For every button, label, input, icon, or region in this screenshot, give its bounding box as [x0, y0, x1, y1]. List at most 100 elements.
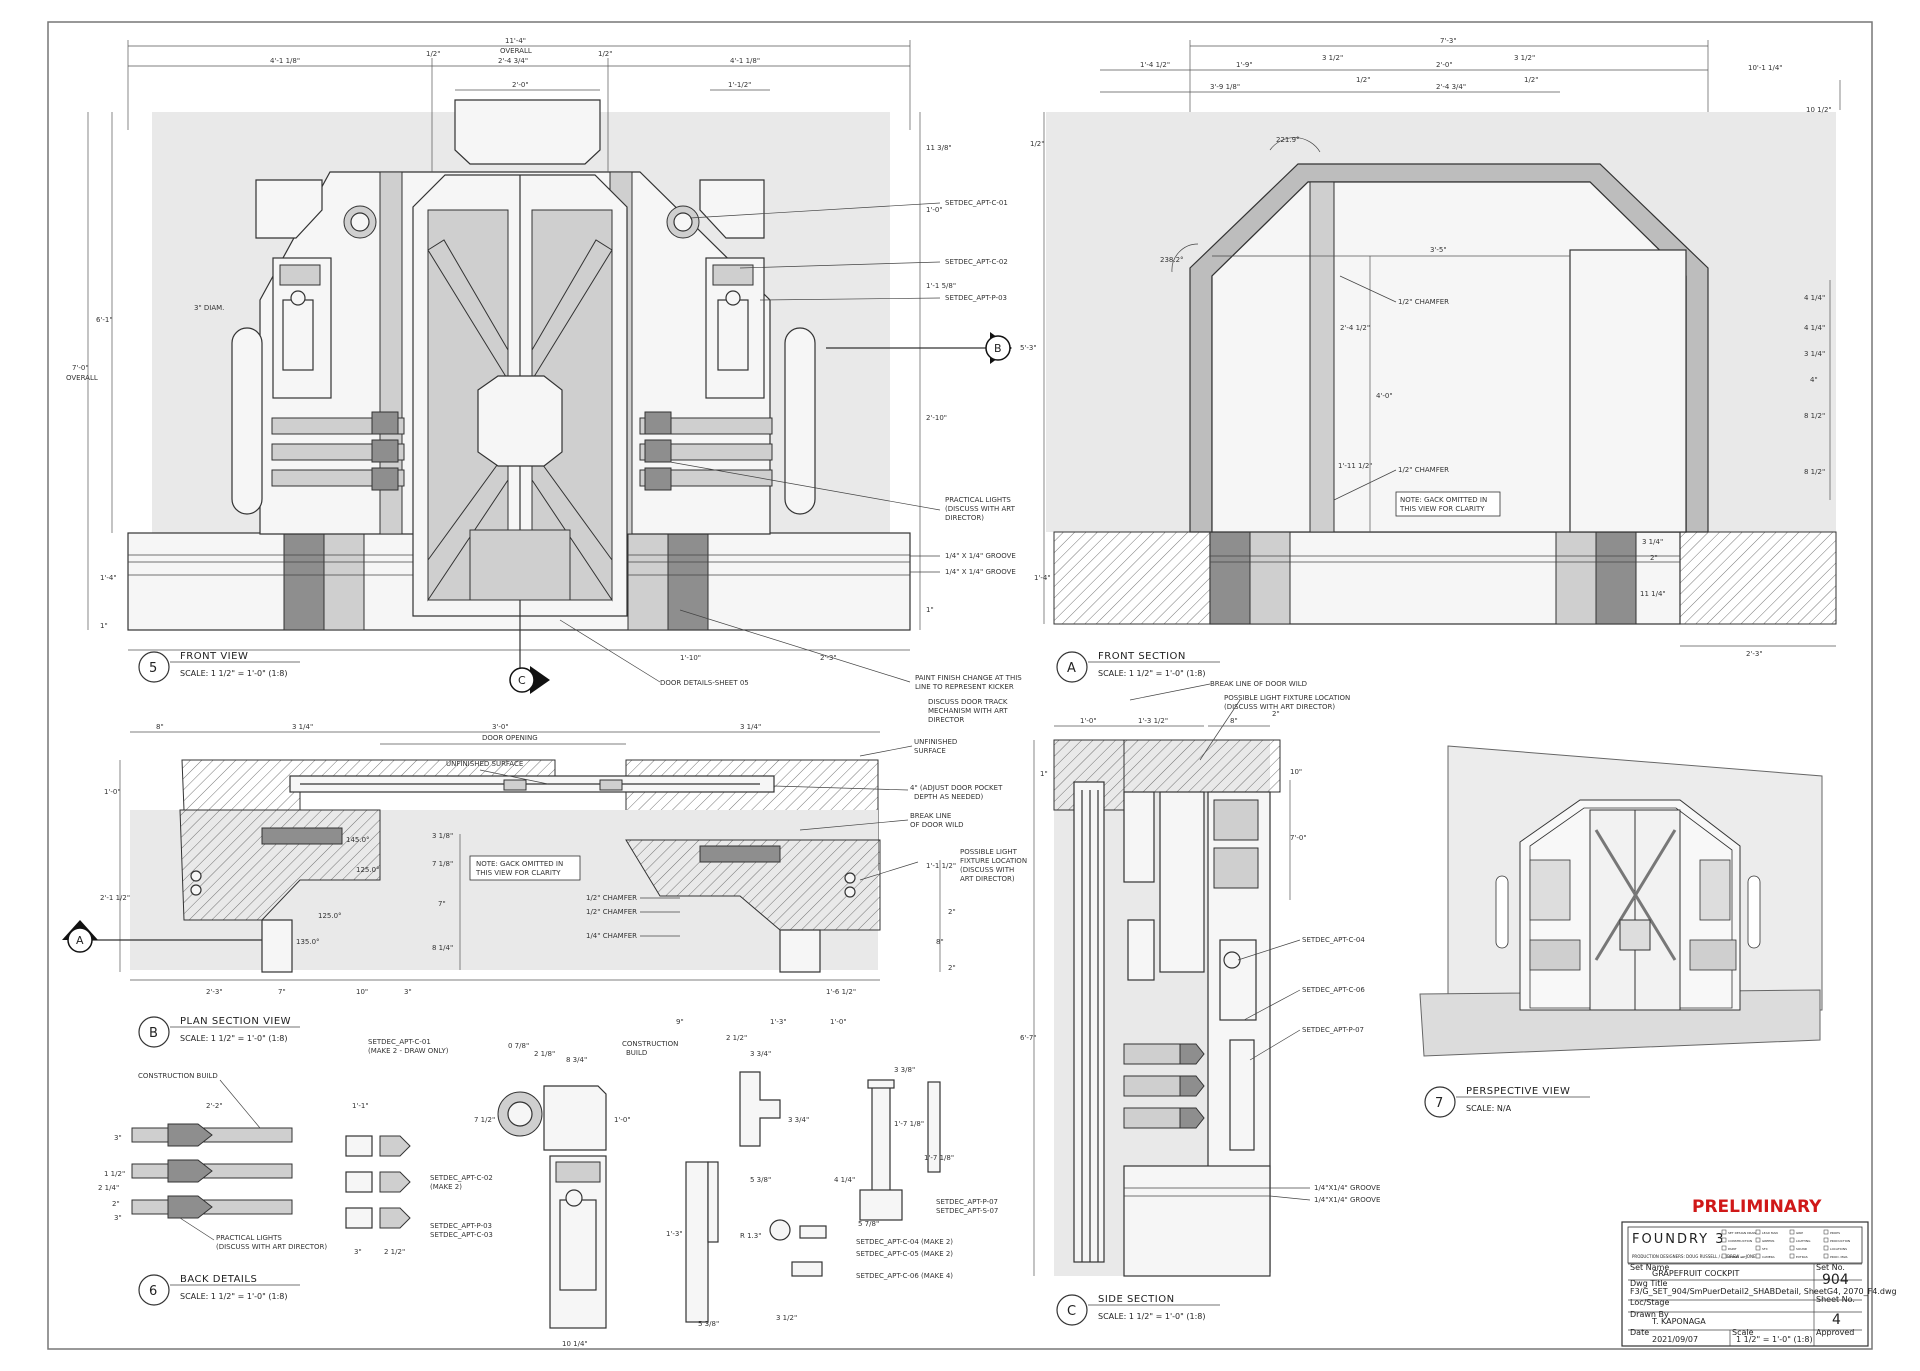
dept-checkbox[interactable]	[1789, 1237, 1795, 1243]
note-p-1: NOTE: GACK OMITTED IN	[476, 860, 563, 868]
dim-h-lower: 6'-1"	[96, 316, 113, 324]
dept-checkbox[interactable]	[1755, 1245, 1761, 1251]
dept-checkbox[interactable]	[1789, 1253, 1795, 1259]
preliminary-stamp: PRELIMINARY	[1692, 1197, 1822, 1217]
callout-groove-1: 1/4" X 1/4" GROOVE	[945, 552, 1016, 560]
dept-checkbox[interactable]	[1721, 1237, 1727, 1243]
perspective-view: 7 PERSPECTIVE VIEW SCALE: N/A	[1419, 745, 1823, 1118]
callout-setdec-p03: SETDEC_APT-P-03	[945, 294, 1007, 302]
set-number: 904	[1822, 1272, 1849, 1288]
dept-checkbox[interactable]	[1721, 1229, 1727, 1235]
dim-p-p: 1'-1 1/2"	[926, 862, 956, 870]
set-name-label: Set Name	[1630, 1263, 1669, 1272]
department-checkboxes: SET DESIGN DRAWNCONSTRUCTIONPAINTSCENIC …	[1721, 1229, 1850, 1259]
dim-p-h: 2'-3"	[206, 988, 223, 996]
dim-p-k: 3"	[404, 988, 412, 996]
dim-a-d2: 1'-9"	[1236, 61, 1253, 69]
dept-checkbox-label: GRIP	[1796, 1231, 1803, 1235]
loc-label: Loc/Stage	[1630, 1298, 1670, 1307]
plan-section-view: 3'-0" DOOR OPENING 3 1/4" 3 1/4" 8" 1'-0…	[62, 723, 1027, 1048]
callout-practical-lights-3: DIRECTOR)	[945, 514, 984, 522]
dept-checkbox[interactable]	[1823, 1229, 1829, 1235]
dept-checkbox-label: CONSTRUCTION	[1728, 1239, 1752, 1243]
dim-p-ang1: 145.0°	[346, 836, 370, 844]
front-section: 7'-3" 1'-4 1/2" 1'-9" 3 1/2" 2'-0" 3 1/2…	[1020, 37, 1841, 683]
dept-checkbox[interactable]	[1721, 1245, 1727, 1251]
callout-setdec-c02: SETDEC_APT-C-02	[945, 258, 1008, 266]
dim-p-c: 2'-1 1/2"	[100, 894, 130, 902]
dim-r2: 1'-0"	[926, 206, 943, 214]
dim-a-b2: 2"	[1650, 554, 1658, 562]
dept-checkbox[interactable]	[1755, 1253, 1761, 1259]
view-number-c: C	[1067, 1304, 1076, 1319]
dim-a-h4: 5'-3"	[1020, 344, 1037, 352]
view-title-front-section: FRONT SECTION	[1098, 651, 1186, 662]
drawn-by: T. KAPONAGA	[1651, 1317, 1706, 1326]
dim-g-d13: 7 1/2"	[474, 1116, 495, 1124]
dim-a-d11: 10 1/2"	[1806, 106, 1832, 114]
dept-checkbox[interactable]	[1823, 1237, 1829, 1243]
dept-checkbox[interactable]	[1789, 1229, 1795, 1235]
dept-checkbox[interactable]	[1789, 1245, 1795, 1251]
callout-p-unfinished-r: UNFINISHED	[914, 738, 957, 746]
dim-g-d7: 1'-1"	[352, 1102, 369, 1110]
note-a-2: THIS VIEW FOR CLARITY	[1399, 505, 1485, 513]
dim-g-d20: R 1.3"	[740, 1232, 761, 1240]
callout-s-c04: SETDEC_APT-C-04	[1302, 936, 1365, 944]
callout-g-s07: SETDEC_APT-S-07	[936, 1207, 998, 1215]
dept-checkbox-label: LEAD MAN	[1762, 1231, 1778, 1235]
dim-a-d7: 2'-4 3/4"	[1436, 83, 1466, 91]
dim-s-d8: 6'-7"	[1020, 1034, 1037, 1042]
callout-g-c05: SETDEC_APT-C-05 (MAKE 2)	[856, 1250, 953, 1258]
callout-p-light-4: ART DIRECTOR)	[960, 875, 1015, 883]
dim-a-h3: 1'-11 1/2"	[1338, 462, 1373, 470]
callout-a-break: BREAK LINE OF DOOR WILD	[1210, 680, 1307, 688]
dim-a-r4: 4"	[1810, 376, 1818, 384]
section-marker-a: A	[76, 934, 84, 947]
callout-a-chamfer-1: 1/2" CHAMFER	[1398, 298, 1449, 306]
dim-p-f: 7"	[438, 900, 446, 908]
dim-a-h2: 4'-0"	[1376, 392, 1393, 400]
sheet-border	[47, 21, 1873, 1350]
dim-g-d23: 3 1/2"	[776, 1314, 797, 1322]
section-marker-c: C	[518, 674, 526, 687]
dim-center: 2'-4 3/4"	[498, 57, 528, 65]
dim-p-o: 1'-0"	[830, 1018, 847, 1026]
dim-s-d1: 1'-0"	[1080, 717, 1097, 725]
dim-overall-width: 11'-4"	[505, 37, 526, 45]
dim-diam: 3" DIAM.	[194, 304, 224, 312]
dim-p-n: 1'-6 1/2"	[826, 988, 856, 996]
callout-g-construction-3: BUILD	[626, 1049, 647, 1057]
title-block: FOUNDRY 3 PRODUCTION DESIGNERS: DOUG RUS…	[1621, 1221, 1897, 1347]
dept-checkbox[interactable]	[1721, 1253, 1727, 1259]
view-number-a: A	[1067, 661, 1076, 676]
view-number-b: B	[149, 1026, 158, 1041]
dim-a-b1: 3 1/4"	[1642, 538, 1663, 546]
drawn-by-label: Drawn By	[1630, 1310, 1669, 1319]
dim-h-total: 7'-0"	[72, 364, 89, 372]
dim-g-d2: 1 1/2"	[104, 1170, 125, 1178]
date: 2021/09/07	[1652, 1335, 1698, 1344]
dwg-title: F3/G_SET_904/SmPuerDetail2_SHABDetail, S…	[1630, 1287, 1897, 1296]
dept-checkbox-label: SFX	[1762, 1247, 1768, 1251]
dim-s-d3: 8"	[1230, 717, 1238, 725]
dept-checkbox[interactable]	[1755, 1237, 1761, 1243]
dept-checkbox[interactable]	[1823, 1253, 1829, 1259]
view-title-gack: BACK DETAILS	[180, 1274, 257, 1285]
view-title-perspective: PERSPECTIVE VIEW	[1466, 1086, 1570, 1097]
dept-checkbox[interactable]	[1823, 1245, 1829, 1251]
view-number-5: 5	[149, 661, 157, 676]
callout-practical-lights-2: (DISCUSS WITH ART	[945, 505, 1016, 513]
callout-g-lights: PRACTICAL LIGHTS	[216, 1234, 282, 1242]
callout-p-chamfer-1: 1/2" CHAMFER	[586, 894, 637, 902]
dim-r4: 2'-10"	[926, 414, 947, 422]
dim-g-d9: 2 1/2"	[384, 1248, 405, 1256]
view-scale-front: SCALE: 1 1/2" = 1'-0" (1:8)	[180, 669, 287, 678]
callout-paint-finish: PAINT FINISH CHANGE AT THIS	[915, 674, 1022, 682]
dept-checkbox[interactable]	[1755, 1229, 1761, 1235]
dim-p-d: 3 1/8"	[432, 832, 453, 840]
side-section: 1'-0" 1'-3 1/2" 8" 2" 10" 7'-0" 1" 6'-7"…	[928, 680, 1380, 1326]
dim-overall-label: OVERALL	[500, 47, 532, 55]
date-label: Date	[1630, 1328, 1649, 1337]
callout-g-c03: SETDEC_APT-C-03	[430, 1231, 493, 1239]
